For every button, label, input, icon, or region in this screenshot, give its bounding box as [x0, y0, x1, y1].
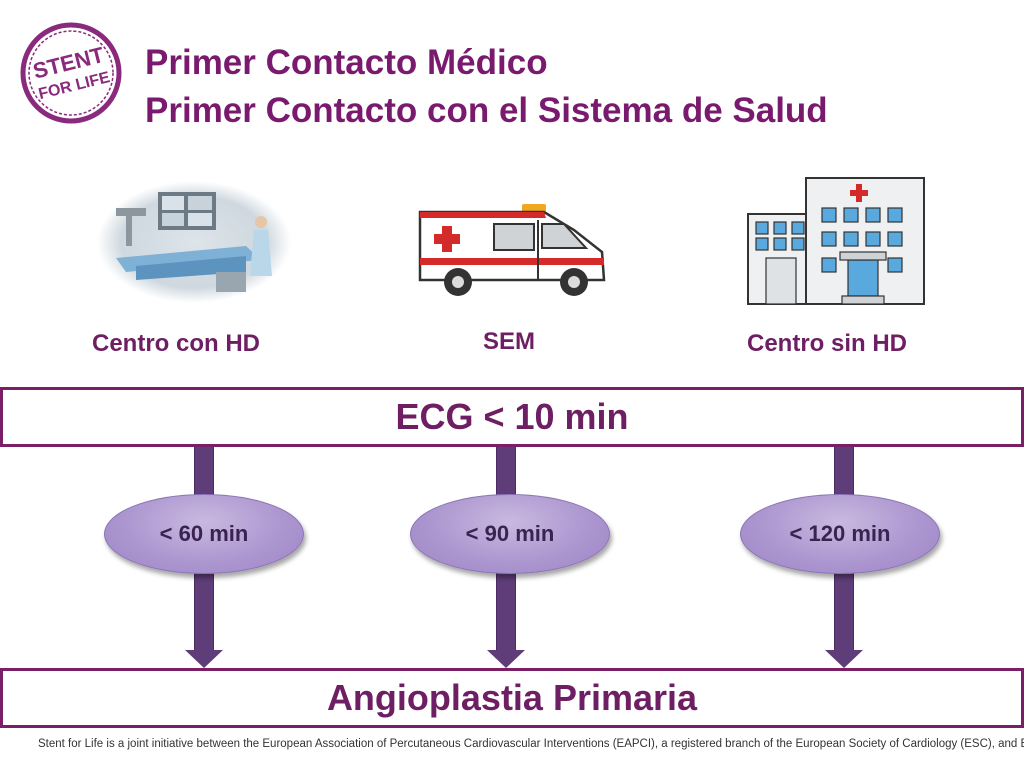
angioplastia-box: Angioplastia Primaria [0, 668, 1024, 728]
time-pill-60: < 60 min [104, 494, 304, 574]
label-centro-sin-hd: Centro sin HD [747, 330, 908, 357]
angioplastia-box-text: Angioplastia Primaria [326, 677, 698, 718]
hospital-icon [744, 174, 928, 308]
title-line-1: Primer Contacto Médico [145, 43, 548, 82]
time-pill-60-text: < 60 min [159, 521, 249, 546]
footer-text: Stent for Life is a joint initiative bet… [38, 738, 1024, 750]
time-pill-120-text: < 120 min [789, 521, 891, 546]
label-centro-con-hd: Centro con HD [92, 330, 260, 357]
ambulance-icon [414, 200, 610, 300]
cath-lab-image [96, 180, 292, 304]
arrow-head-3 [825, 650, 863, 668]
title-line-2: Primer Contacto con el Sistema de Salud [145, 91, 828, 130]
ecg-box-text: ECG < 10 min [395, 396, 629, 437]
time-pill-90-text: < 90 min [465, 521, 555, 546]
label-sem: SEM [483, 328, 536, 355]
time-pill-120: < 120 min [740, 494, 940, 574]
arrow-head-1 [185, 650, 223, 668]
stent-for-life-logo: STENT FOR LIFE [18, 20, 124, 126]
ecg-box: ECG < 10 min [0, 387, 1024, 447]
time-pill-90: < 90 min [410, 494, 610, 574]
arrow-head-2 [487, 650, 525, 668]
